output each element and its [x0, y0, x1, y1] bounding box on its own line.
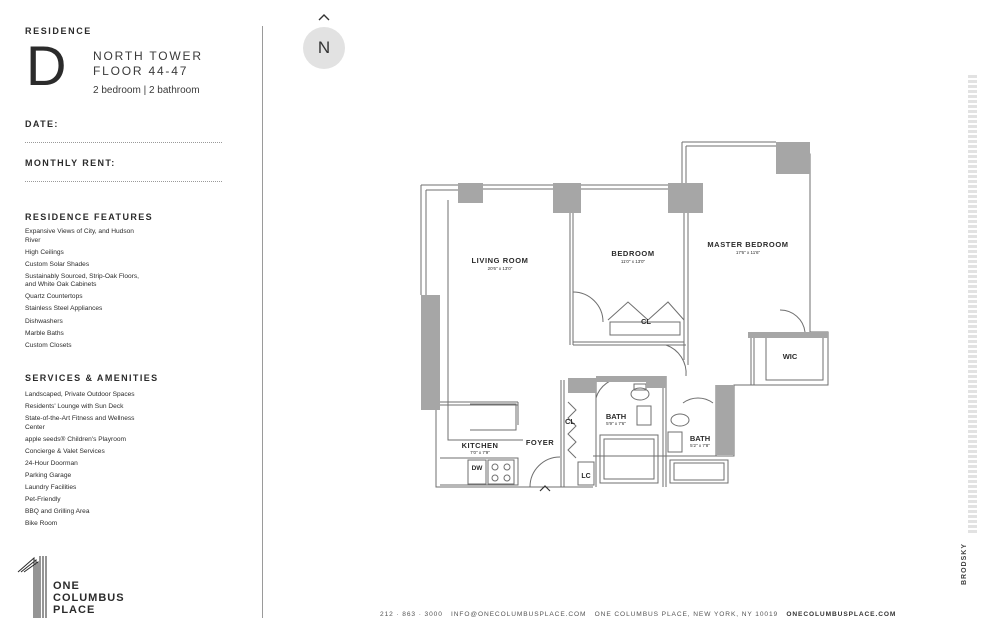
- residence-letter: D: [26, 34, 67, 97]
- features-item: Marble Baths: [25, 329, 64, 337]
- tower-floor: NORTH TOWER FLOOR 44-47: [93, 49, 203, 79]
- amenities-item: apple seeds® Children's Playroom: [25, 435, 127, 443]
- features-item: Expansive Views of City, and Hudson Rive…: [25, 228, 134, 244]
- features-title: RESIDENCE FEATURES: [25, 212, 154, 222]
- amenities-item: State-of-the-Art Fitness and Wellness Ce…: [25, 415, 135, 431]
- room-wic: WIC: [783, 352, 798, 361]
- sidebar: RESIDENCE D NORTH TOWER FLOOR 44-47 2 be…: [0, 0, 262, 644]
- divider: [262, 26, 263, 618]
- compass-letter: N: [317, 38, 331, 57]
- logo-line-1: ONE: [53, 580, 80, 592]
- rent-line: [25, 181, 222, 182]
- room-foyer: FOYER: [526, 438, 554, 447]
- room-master-dims: 17'6" x 11'6": [736, 250, 761, 255]
- room-master-name: MASTER BEDROOM: [707, 240, 788, 249]
- room-kitchen-name: KITCHEN: [462, 441, 499, 450]
- amenities-item: Laundry Facilities: [25, 484, 77, 492]
- features-item: Quartz Countertops: [25, 293, 83, 301]
- room-kitchen-dims: 7'0" x 7'9": [470, 450, 490, 455]
- amenities-item: 24-Hour Doorman: [25, 459, 78, 467]
- footer-email[interactable]: INFO@ONECOLUMBUSPLACE.COM: [451, 611, 587, 618]
- room-cl-bedroom: CL: [641, 317, 651, 326]
- one-columbus-logo-icon: [17, 556, 47, 618]
- date-line: [25, 142, 222, 143]
- logo-line-2: COLUMBUS: [53, 592, 125, 604]
- date-label: DATE:: [25, 119, 59, 129]
- footer-website[interactable]: ONECOLUMBUSPLACE.COM: [786, 611, 897, 618]
- features-item: Sustainably Sourced, Strip-Oak Floors, a…: [25, 272, 139, 289]
- amenities-item: BBQ and Grilling Area: [25, 508, 90, 516]
- features-item: High Ceilings: [25, 248, 64, 256]
- features-item: Dishwashers: [25, 317, 63, 325]
- room-bath1-name: BATH: [606, 412, 626, 421]
- room-bedroom-name: BEDROOM: [611, 249, 654, 258]
- tower-name: NORTH TOWER: [93, 49, 203, 63]
- room-lc: LC: [581, 473, 590, 480]
- amenities-item: Pet-Friendly: [25, 496, 61, 504]
- footer-address: ONE COLUMBUS PLACE, NEW YORK, NY 10019: [594, 611, 779, 618]
- room-living-dims: 20'6" x 13'0": [488, 266, 513, 271]
- amenities-item: Residents' Lounge with Sun Deck: [25, 403, 124, 411]
- features-list: Expansive Views of City, and Hudson Rive…: [25, 228, 143, 354]
- room-bedroom-dims: 11'0" x 13'0": [621, 259, 646, 264]
- features-item: Custom Solar Shades: [25, 260, 90, 268]
- room-bath2-dims: 5'2" x 7'8": [690, 443, 710, 448]
- legal-disclaimer: [968, 75, 977, 535]
- compass: N: [303, 27, 345, 69]
- entry-caret-icon: [539, 485, 551, 492]
- room-dw: DW: [472, 465, 484, 472]
- floor-plan: LIVING ROOM 20'6" x 13'0" BEDROOM 11'0" …: [420, 141, 829, 492]
- room-cl-foyer: CL: [565, 417, 575, 426]
- footer-contact: 212 · 863 · 3000 INFO@ONECOLUMBUSPLACE.C…: [380, 611, 896, 618]
- residence-label: RESIDENCE: [25, 26, 92, 36]
- north-caret-icon: [318, 14, 330, 21]
- brand-mark: BRODSKY: [961, 542, 968, 585]
- amenities-item: Concierge & Valet Services: [25, 447, 105, 455]
- footer-phone: 212 · 863 · 3000: [380, 611, 443, 618]
- room-bath2-name: BATH: [690, 434, 710, 443]
- amenities-item: Landscaped, Private Outdoor Spaces: [25, 391, 135, 398]
- bed-bath-count: 2 bedroom | 2 bathroom: [93, 85, 200, 96]
- amenities-item: Parking Garage: [25, 472, 72, 480]
- logo-wordmark: ONE COLUMBUS PLACE: [53, 580, 125, 616]
- room-living-name: LIVING ROOM: [471, 256, 528, 265]
- rent-label: MONTHLY RENT:: [25, 158, 116, 168]
- features-item: Custom Closets: [25, 341, 72, 349]
- logo-line-3: PLACE: [53, 604, 96, 616]
- features-item: Stainless Steel Appliances: [25, 305, 103, 313]
- amenities-title: SERVICES & AMENITIES: [25, 373, 159, 383]
- amenities-item: Bike Room: [25, 520, 58, 528]
- floor-range: FLOOR 44-47: [93, 64, 189, 78]
- room-bath1-dims: 5'9" x 7'6": [606, 421, 626, 426]
